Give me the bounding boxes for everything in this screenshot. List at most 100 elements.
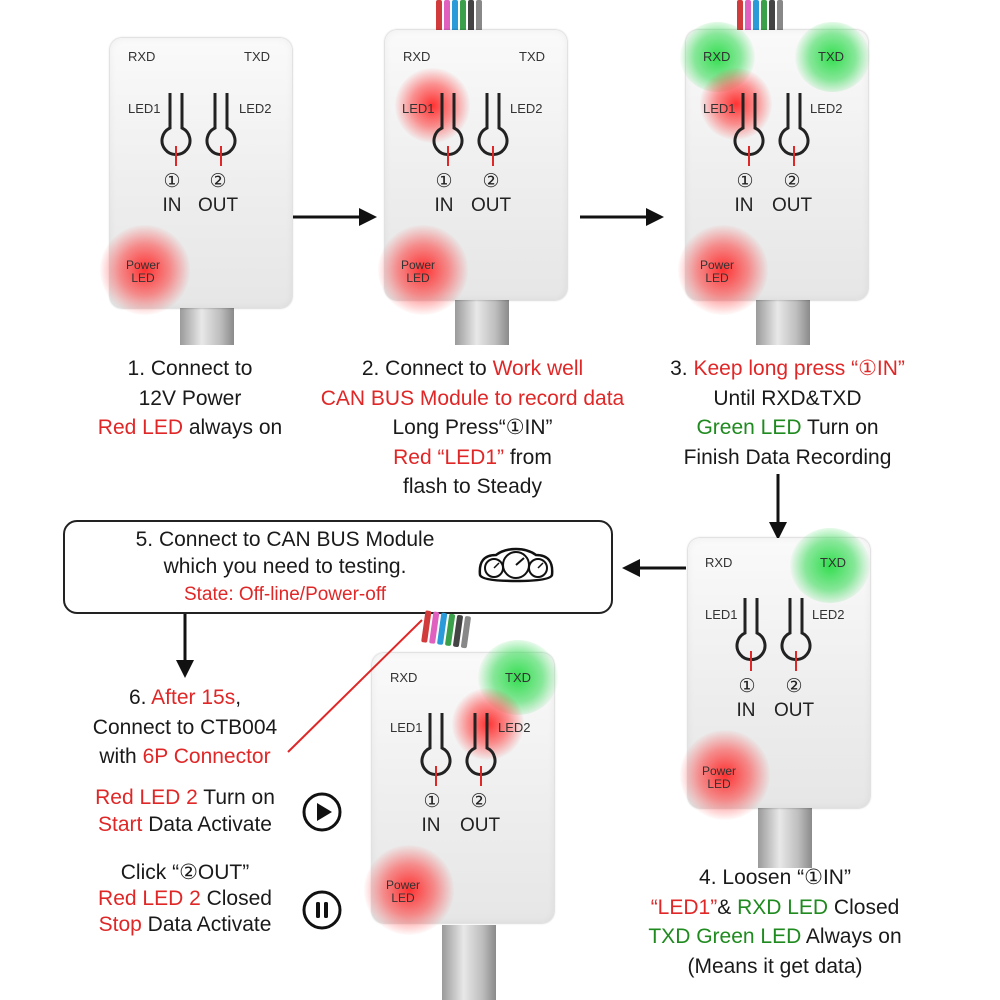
txd-label: TXD xyxy=(818,49,844,64)
in-number: ① xyxy=(163,171,181,192)
wire-bundle xyxy=(421,610,495,651)
step3-line3-rest: Turn on xyxy=(801,416,879,439)
rxd-label: RXD xyxy=(703,49,731,64)
out-label: OUT xyxy=(773,700,815,721)
led2-label: LED2 xyxy=(510,101,543,116)
step5-caption: 5. Connect to CAN BUS Module which you n… xyxy=(80,526,490,608)
in-label: IN xyxy=(734,195,754,216)
step6-line3-red: 6P Connector xyxy=(142,745,271,768)
step5-line1: 5. Connect to CAN BUS Module xyxy=(135,528,435,551)
out-number: ② xyxy=(470,791,488,812)
step6-line3-prefix: with xyxy=(99,745,143,768)
out-label: OUT xyxy=(771,195,813,216)
step4-line2-rest: Closed xyxy=(828,895,900,919)
step2-line1-prefix: 2. Connect to xyxy=(361,357,493,380)
led-word: LED xyxy=(131,271,155,285)
stop-line1: Click “②OUT” xyxy=(120,861,250,884)
led2-label: LED2 xyxy=(239,101,272,116)
step4-caption: 4. Loosen “①IN” “LED1”& RXD LED Closed T… xyxy=(610,863,940,981)
out-label: OUT xyxy=(197,195,239,216)
step2-line1-red: Work well xyxy=(492,357,584,380)
start-line2-rest: Data Activate xyxy=(142,813,272,836)
start-line1-rest: Turn on xyxy=(197,786,275,809)
step4-line4: (Means it get data) xyxy=(687,954,863,978)
power-led-glow xyxy=(100,225,190,315)
led-word: LED xyxy=(707,777,731,791)
step2-line3: Long Press“①IN” xyxy=(392,416,553,439)
txd-glow xyxy=(790,528,870,603)
out-label: OUT xyxy=(470,195,512,216)
stop-line2-rest: Closed xyxy=(200,887,272,910)
step5-line3-red: State: Off-line/Power-off xyxy=(183,584,387,605)
led2-label: LED2 xyxy=(810,101,843,116)
power-word: Power xyxy=(125,258,160,272)
in-number: ① xyxy=(423,791,441,812)
arrow-right-2 xyxy=(580,208,664,226)
arrow-down-2 xyxy=(176,614,194,678)
step6-line1-red: After 15s xyxy=(151,686,236,709)
led-word: LED xyxy=(391,891,415,905)
step5-line2: which you need to testing. xyxy=(163,555,407,578)
step4-line2-mid: & xyxy=(717,895,738,919)
step3-caption: 3. Keep long press “①IN” Until RXD&TXD G… xyxy=(640,354,935,472)
led1-label: LED1 xyxy=(705,607,738,622)
led1-label: LED1 xyxy=(703,101,736,116)
cable xyxy=(758,808,812,868)
step1-caption: 1. Connect to 12V Power Red LED always o… xyxy=(60,354,320,443)
stop-line3-red: Stop xyxy=(98,913,142,936)
step2-line4-red: Red “LED1” xyxy=(393,445,505,469)
in-label: IN xyxy=(434,195,454,216)
out-label: OUT xyxy=(459,815,501,836)
step4-line2-green: RXD LED xyxy=(737,895,829,919)
step3-line3-green: Green LED xyxy=(696,416,802,439)
step4-line3-green: TXD Green LED xyxy=(648,925,802,948)
start-caption: Red LED 2 Turn on Start Data Activate xyxy=(60,784,310,838)
step1-line3-red: Red LED xyxy=(97,416,183,439)
led2-label: LED2 xyxy=(812,607,845,622)
power-led-label: Power LED xyxy=(393,259,443,285)
in-label: IN xyxy=(421,815,441,836)
step6-caption: 6. After 15s, Connect to CTB004 with 6P … xyxy=(60,683,310,772)
out-number: ② xyxy=(482,171,500,192)
led-word: LED xyxy=(705,271,729,285)
arrow-left xyxy=(622,559,686,577)
power-led-glow xyxy=(678,225,768,315)
step3-line1-red: Keep long press “①IN” xyxy=(693,357,905,380)
cable xyxy=(455,300,509,345)
step2-line5: flash to Steady xyxy=(403,475,542,498)
play-icon xyxy=(302,792,342,832)
arrow-down-1 xyxy=(769,474,787,540)
power-led-glow xyxy=(364,845,454,935)
led1-label: LED1 xyxy=(390,720,423,735)
led1-glow xyxy=(700,68,772,140)
out-number: ② xyxy=(785,676,803,697)
buttons-graphic xyxy=(735,598,812,671)
start-line2-red: Start xyxy=(98,813,143,836)
wire-bundle xyxy=(436,0,506,32)
in-label: IN xyxy=(736,700,756,721)
buttons-graphic xyxy=(432,93,509,166)
led-word: LED xyxy=(406,271,430,285)
in-number: ① xyxy=(435,171,453,192)
step4-line1: 4. Loosen “①IN” xyxy=(699,866,851,889)
buttons-graphic xyxy=(160,93,237,166)
rxd-label: RXD xyxy=(390,670,418,685)
buttons-graphic xyxy=(733,93,810,166)
led1-label: LED1 xyxy=(128,101,161,116)
power-word: Power xyxy=(400,258,435,272)
step3-line1-prefix: 3. xyxy=(670,357,694,380)
step4-line3-rest: Always on xyxy=(801,925,902,948)
power-led-glow xyxy=(378,225,468,315)
connector-pointer-line xyxy=(287,619,423,753)
power-led-glow xyxy=(680,730,770,820)
in-number: ① xyxy=(736,171,754,192)
cable xyxy=(442,925,496,1000)
stop-line2-red: Red LED 2 xyxy=(98,887,201,910)
buttons-graphic xyxy=(420,713,497,786)
step4-line2-red: “LED1” xyxy=(650,895,718,919)
out-number: ② xyxy=(783,171,801,192)
step2-caption: 2. Connect to Work well CAN BUS Module t… xyxy=(290,354,655,502)
power-word: Power xyxy=(385,878,420,892)
in-label: IN xyxy=(162,195,182,216)
step2-line2-red: CAN BUS Module to record data xyxy=(320,386,625,410)
